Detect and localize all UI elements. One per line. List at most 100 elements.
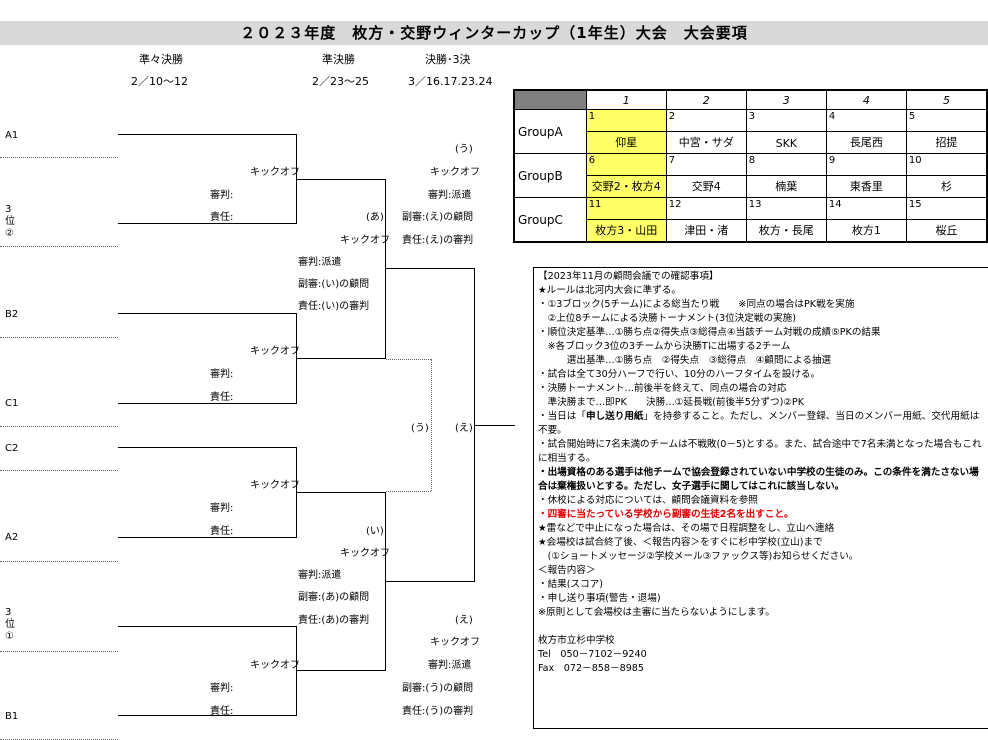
kickoff-label: キックオフ <box>250 346 300 357</box>
team-cell: 15 <box>905 197 988 220</box>
school-tel: Tel 050－7102－9240 <box>538 649 647 660</box>
responsible-label: 責任:(い)の審判 <box>298 301 370 312</box>
match-tag-u: (う) <box>411 423 429 434</box>
team-cell: 2 <box>665 109 747 132</box>
notes-line: ②上位8チームによる決勝トーナメント(3位決定戦の実施) <box>538 313 796 324</box>
bracket-line <box>296 134 297 224</box>
team-name-cell: 枚方3・山田 <box>585 219 667 243</box>
team-name-cell: 東香里 <box>825 175 907 198</box>
round-final-date: 3／16.17.23.24 <box>408 75 493 88</box>
responsible-label: 責任:(う)の審判 <box>402 706 474 717</box>
kickoff-label: キックオフ <box>250 480 300 491</box>
round-semi-label: 準決勝 <box>322 53 355 66</box>
seed-label: B1 <box>5 711 19 722</box>
bracket-line <box>297 492 385 493</box>
responsible-label: 責任:(あ)の審判 <box>298 615 370 626</box>
referee-dispatch-label: 審判:派遣 <box>428 660 472 671</box>
school-name: 枚方市立杉中学校 <box>538 635 615 646</box>
notes-line: ・当日は「申し送り用紙」を持参すること。ただし、メンバー登録、当日のメンバー用紙… <box>538 411 980 436</box>
bracket-line <box>475 425 515 426</box>
seed-label: A1 <box>5 130 19 141</box>
team-name-cell: 交野2・枚方4 <box>585 175 667 198</box>
notes-line: ＜報告内容＞ <box>538 565 596 576</box>
referee-dispatch-label: 審判:派遣 <box>428 190 472 201</box>
kickoff-label: キックオフ <box>250 660 300 671</box>
seed-label: 3 位 ② <box>5 204 15 239</box>
column-header: 2 <box>665 89 747 110</box>
notes-line: ★会場校は試合終了後、＜報告内容＞をすぐに杉中学校(立山)まで <box>538 537 823 548</box>
bracket-line <box>385 179 386 359</box>
team-name-cell: 枚方1 <box>825 219 907 243</box>
match-tag-e: (え) <box>455 615 473 626</box>
column-header: 3 <box>745 89 827 110</box>
referee-label: 審判: <box>210 190 234 201</box>
bracket-line <box>474 268 475 582</box>
bracket-line <box>118 447 296 448</box>
group-name: GroupC <box>513 197 587 243</box>
seed-label: 3 位 ① <box>5 607 15 642</box>
responsible-label: 責任:(え)の審判 <box>402 235 474 246</box>
referee-dispatch-label: 審判:派遣 <box>298 257 342 268</box>
team-cell: 5 <box>905 109 988 132</box>
page-title: ２０２３年度 枚方・交野ウィンターカップ（1年生）大会 大会要項 <box>0 21 988 45</box>
notes-line: 準決勝まで…即PK 決勝…①延長戦(前後半5分ずつ)②PK <box>538 397 805 408</box>
bracket-line <box>296 447 297 538</box>
round-semi-date: 2／23～25 <box>312 75 369 88</box>
responsible-label: 責任: <box>210 526 234 537</box>
bracket-line <box>118 626 296 627</box>
team-cell: 14 <box>825 197 907 220</box>
referee-label: 審判: <box>210 369 234 380</box>
bracket-line <box>118 134 296 135</box>
kickoff-label: キックオフ <box>340 235 390 246</box>
notes-line: ★雷などで中止になった場合は、その場で日程調整をし、立山へ連絡 <box>538 523 835 534</box>
notes-line: ・申し送り事項(警告・退場) <box>538 593 661 604</box>
round-final-label: 決勝･3決 <box>425 53 471 66</box>
round-quarter-date: 2／10～12 <box>131 75 188 88</box>
responsible-label: 責任: <box>210 392 234 403</box>
match-tag-e: (え) <box>455 423 473 434</box>
notes-line: ※各ブロック3位の3チームから決勝Tに出場する2チーム <box>538 341 791 352</box>
match-tag-u: (う) <box>455 144 473 155</box>
seed-label: B2 <box>5 309 19 320</box>
group-table: 1 2 3 4 5 GroupA 1 2 3 4 5 仰星 中宮・サダ SKK … <box>513 89 988 243</box>
bracket-line <box>118 313 296 314</box>
group-name: GroupB <box>513 153 587 198</box>
team-cell: 3 <box>745 109 827 132</box>
third-place-line <box>431 359 432 491</box>
sub-referee-label: 副審:(い)の顧問 <box>298 279 370 290</box>
notes-heading: 【2023年11月の顧問会議での確認事項】 <box>538 271 719 282</box>
notes-line: ※原則として会場校は主審に当たらないようにします。 <box>538 607 775 618</box>
team-name-cell: SKK <box>745 131 827 154</box>
sub-referee-label: 副審:(う)の顧問 <box>402 683 474 694</box>
team-cell: 10 <box>905 153 988 176</box>
team-cell: 1 <box>585 109 667 132</box>
bracket-line <box>118 223 296 224</box>
referee-label: 審判: <box>210 683 234 694</box>
referee-label: 審判: <box>210 503 234 514</box>
referee-dispatch-label: 審判:派遣 <box>298 570 342 581</box>
school-fax: Fax 072－858－8985 <box>538 663 645 674</box>
team-name-cell: 招提 <box>905 131 988 154</box>
third-place-line <box>386 359 431 360</box>
bracket-line <box>386 581 474 582</box>
responsible-label: 責任: <box>210 212 234 223</box>
bracket-line <box>386 268 474 269</box>
team-name-cell: 枚方・長尾 <box>745 219 827 243</box>
notes-line: ・出場資格のある選手は他チームで協会登録されていない中学校の生徒のみ。この条件を… <box>538 467 979 492</box>
notes-line: 選出基準…①勝ち点 ②得失点 ③総得点 ④顧問による抽選 <box>538 355 832 366</box>
bracket-line <box>118 537 296 538</box>
team-name-cell: 中宮・サダ <box>665 131 747 154</box>
team-name-cell: 仰星 <box>585 131 667 154</box>
team-cell: 9 <box>825 153 907 176</box>
team-name-cell: 杉 <box>905 175 988 198</box>
sub-referee-label: 副審:(あ)の顧問 <box>298 592 370 603</box>
team-cell: 11 <box>585 197 667 220</box>
notes-line-important: ・四審に当たっている学校から副審の生徒2名を出すこと。 <box>538 509 794 520</box>
notes-line: ・結果(スコア) <box>538 579 604 590</box>
column-header: 4 <box>825 89 907 110</box>
match-tag-i: (い) <box>366 526 384 537</box>
seed-label: C2 <box>5 443 19 454</box>
team-cell: 13 <box>745 197 827 220</box>
notes-line: ・①3ブロック(5チーム)による総当たり戦 ※同点の場合はPK戦を実施 <box>538 299 855 310</box>
team-name-cell: 長尾西 <box>825 131 907 154</box>
